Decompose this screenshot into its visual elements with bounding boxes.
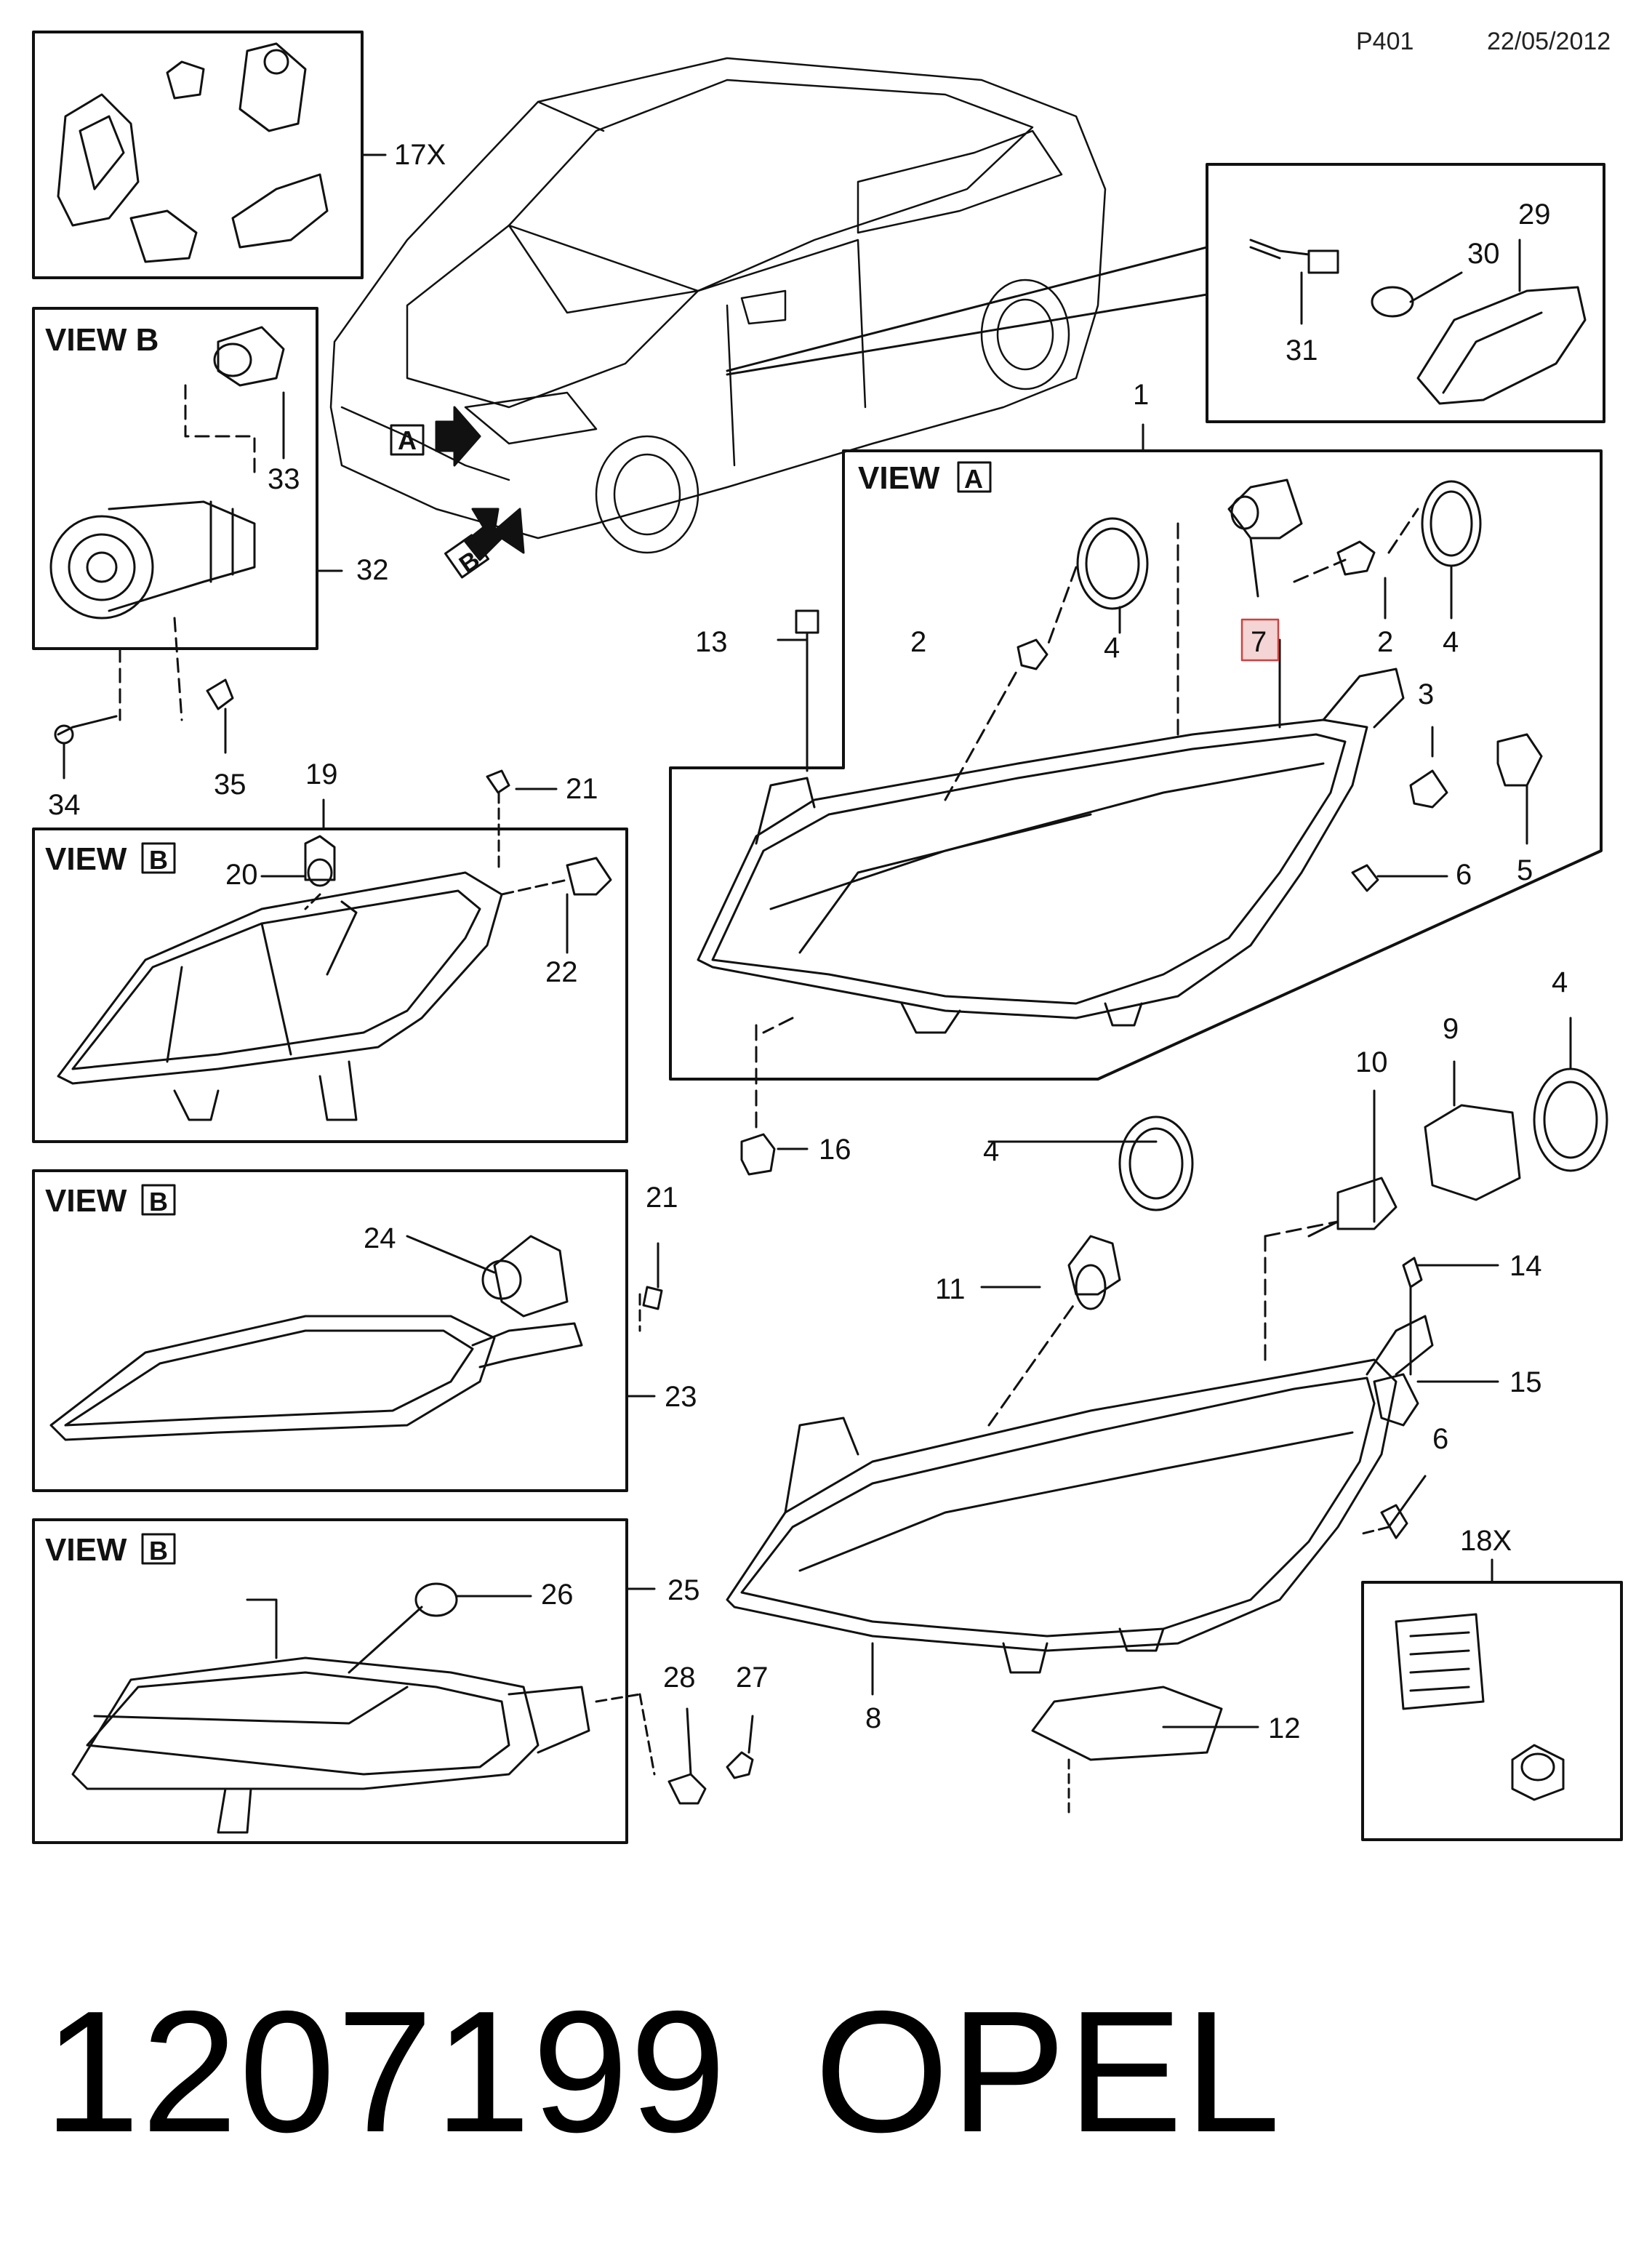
view-a-letter: A (964, 464, 983, 494)
callout-19: 19 (305, 758, 338, 790)
view-b-arrow (444, 508, 525, 579)
callout-20: 20 (225, 859, 258, 891)
car-illustration (329, 57, 1107, 554)
view-b-letter-box-3 (141, 1184, 176, 1216)
callout-30: 30 (1467, 238, 1500, 270)
callout-26: 26 (541, 1579, 574, 1611)
callout-21-lower: 21 (646, 1182, 678, 1214)
callout-5: 5 (1517, 854, 1533, 886)
callout-16: 16 (819, 1134, 851, 1166)
panel-18x-levelling (1361, 1558, 1623, 1841)
view-b-letter-3: B (149, 1187, 168, 1217)
callout-25: 25 (667, 1574, 700, 1606)
part-16 (740, 1133, 809, 1176)
callout-29: 29 (1518, 199, 1551, 231)
panel-view-a-headlamp (669, 423, 1603, 1136)
view-b-title-2: VIEW (45, 841, 127, 877)
parts-27-28 (638, 1693, 754, 1805)
callout-9: 9 (1443, 1013, 1459, 1045)
part-21-upper (486, 769, 558, 874)
callout-31: 31 (1286, 334, 1318, 366)
callout-6-upper: 6 (1456, 859, 1472, 891)
callout-13: 13 (695, 626, 728, 658)
callout-4-right: 4 (1443, 626, 1459, 658)
callout-1: 1 (1133, 379, 1149, 411)
panel-view-b-indicator (32, 1169, 663, 1492)
callout-27: 27 (736, 1662, 769, 1694)
callout-35: 35 (214, 769, 246, 801)
panel-view-b-reflector (32, 1518, 656, 1844)
callout-7-highlight (1240, 618, 1280, 662)
callout-33: 33 (268, 463, 300, 495)
view-a-arrow (390, 406, 481, 467)
callout-3: 3 (1418, 678, 1434, 710)
callout-6-lower: 6 (1432, 1423, 1448, 1455)
view-a-letter-box (957, 461, 992, 493)
callout-17x: 17X (394, 139, 446, 171)
callout-34: 34 (48, 789, 81, 821)
parts-34-35 (54, 617, 234, 780)
callout-23: 23 (665, 1381, 697, 1413)
callout-28: 28 (663, 1662, 696, 1694)
callout-22: 22 (545, 956, 578, 988)
footer-banner: 1207199 OPEL (44, 1963, 1607, 2181)
callout-15: 15 (1509, 1366, 1542, 1398)
diagram-code: P401 (1356, 28, 1414, 55)
callout-2-left: 2 (910, 626, 926, 658)
part-number: 1207199 (44, 1976, 728, 2168)
panel-view-b-drl (32, 798, 628, 1143)
lower-headlamp-assembly (726, 1017, 1608, 1819)
panel-view-b-fog-lamp (32, 307, 343, 650)
callout-2-right: 2 (1377, 626, 1393, 658)
callout-10: 10 (1355, 1046, 1388, 1078)
callout-4-left: 4 (1104, 632, 1120, 664)
callout-4-lower-right: 4 (1552, 966, 1568, 998)
view-b-title-4: VIEW (45, 1532, 127, 1568)
view-a-title: VIEW (858, 460, 940, 496)
view-a-arrow-letter: A (398, 425, 417, 455)
callout-21-upper: 21 (566, 773, 598, 805)
view-b-title-3: VIEW (45, 1183, 127, 1219)
view-b-letter-4: B (149, 1536, 168, 1566)
callout-7: 7 (1251, 626, 1267, 658)
callout-14: 14 (1509, 1250, 1542, 1282)
callout-11: 11 (935, 1273, 966, 1305)
diagram-date: 22/05/2012 (1487, 28, 1611, 55)
view-b-letter-box-4 (141, 1533, 176, 1565)
callout-12: 12 (1268, 1712, 1301, 1744)
callout-32: 32 (356, 554, 389, 586)
view-b-letter-2: B (149, 845, 168, 875)
view-b-letter-box-2 (141, 842, 176, 874)
panel-side-marker (726, 163, 1605, 423)
view-b-title-1: VIEW B (45, 322, 159, 358)
callout-8: 8 (865, 1702, 881, 1734)
brand-name: OPEL (814, 1976, 1282, 2168)
callout-24: 24 (364, 1222, 396, 1254)
panel-17x-clips (32, 31, 387, 279)
callout-4-lower-left: 4 (983, 1135, 999, 1167)
callout-18x: 18X (1460, 1525, 1512, 1557)
